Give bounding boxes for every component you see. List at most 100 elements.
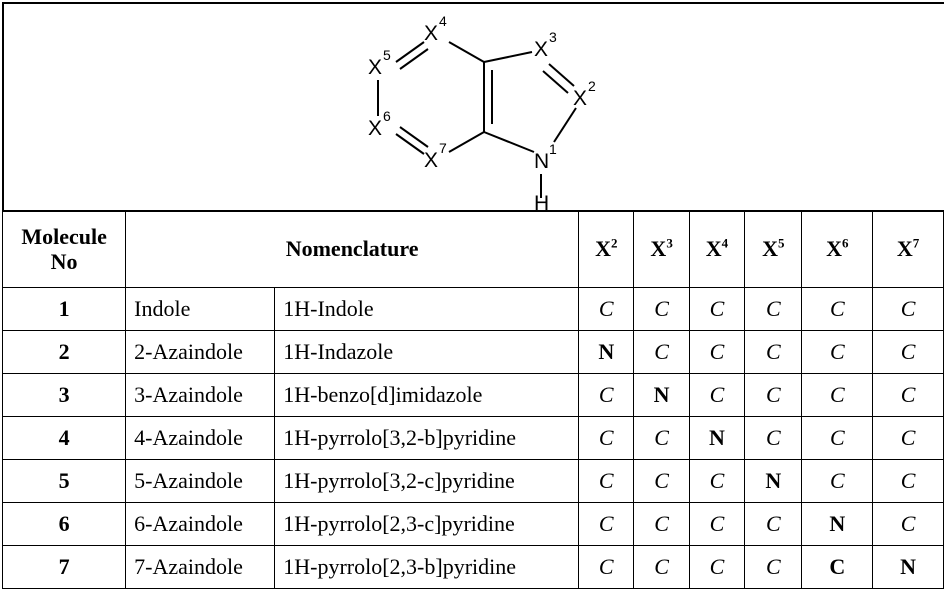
bond-x2-n1 <box>553 107 577 143</box>
cell-x7: C <box>872 373 944 417</box>
cell-common-name: 2-Azaindole <box>125 330 276 374</box>
cell-x4: C <box>688 287 746 331</box>
structure-bonds <box>377 41 577 198</box>
azaindole-structure-diagram: X 4 X 5 X 6 X 7 X 3 X 2 <box>368 13 596 214</box>
bond-c3a-x3 <box>483 51 533 63</box>
cell-x3: C <box>633 416 690 460</box>
svg-text:3: 3 <box>549 29 557 45</box>
atom-x5: X 5 <box>368 47 391 79</box>
cell-x6: C <box>801 545 874 589</box>
cell-x4: C <box>688 330 746 374</box>
svg-text:N: N <box>534 150 549 173</box>
cell-x3: C <box>633 330 690 374</box>
bond-x4-c3a <box>448 41 485 63</box>
bond-x6-x7-double <box>399 126 429 148</box>
structure-panel: X 4 X 5 X 6 X 7 X 3 X 2 <box>2 2 944 214</box>
svg-text:X: X <box>368 117 382 140</box>
svg-text:5: 5 <box>383 47 391 63</box>
cell-x5: C <box>744 502 803 546</box>
bond-x5-x4 <box>395 41 425 63</box>
cell-x2: C <box>578 416 635 460</box>
cell-iupac-name: 1H-Indazole <box>274 330 580 374</box>
cell-molecule-no: 7 <box>1 545 127 589</box>
svg-text:X: X <box>368 56 382 79</box>
cell-x6: C <box>801 330 874 374</box>
cell-x3: C <box>633 545 690 589</box>
svg-text:X: X <box>573 87 587 110</box>
azaindole-nomenclature-table: Molecule No Nomenclature X2 X3 X4 X5 X6 … <box>1 210 944 589</box>
cell-x5: C <box>744 373 803 417</box>
header-x3: X3 <box>633 210 690 288</box>
cell-x2: N <box>578 330 635 374</box>
cell-x5: C <box>744 287 803 331</box>
cell-common-name: 6-Azaindole <box>125 502 276 546</box>
cell-iupac-name: 1H-benzo[d]imidazole <box>274 373 580 417</box>
cell-common-name: 4-Azaindole <box>125 416 276 460</box>
cell-x2: C <box>578 502 635 546</box>
cell-x6: C <box>801 373 874 417</box>
cell-x4: C <box>688 459 746 503</box>
header-x5: X5 <box>744 210 803 288</box>
cell-x2: C <box>578 287 635 331</box>
header-x2: X2 <box>578 210 635 288</box>
cell-x5: N <box>744 459 803 503</box>
cell-x2: C <box>578 373 635 417</box>
cell-x5: C <box>744 416 803 460</box>
cell-x4: C <box>688 502 746 546</box>
cell-x2: C <box>578 459 635 503</box>
cell-common-name: 5-Azaindole <box>125 459 276 503</box>
cell-x7: C <box>872 416 944 460</box>
cell-molecule-no: 3 <box>1 373 127 417</box>
atom-h: H <box>534 192 549 214</box>
cell-molecule-no: 5 <box>1 459 127 503</box>
cell-molecule-no: 2 <box>1 330 127 374</box>
svg-text:H: H <box>534 192 549 214</box>
cell-common-name: 3-Azaindole <box>125 373 276 417</box>
cell-x6: C <box>801 416 874 460</box>
cell-x5: C <box>744 545 803 589</box>
atom-x2: X 2 <box>573 78 596 110</box>
header-nomenclature: Nomenclature <box>125 210 580 288</box>
bond-c7a-x7 <box>448 131 485 153</box>
cell-iupac-name: 1H-pyrrolo[3,2-c]pyridine <box>274 459 580 503</box>
svg-text:4: 4 <box>439 13 447 29</box>
cell-iupac-name: 1H-pyrrolo[3,2-b]pyridine <box>274 416 580 460</box>
bond-x3-x2 <box>548 63 575 87</box>
cell-x7: C <box>872 459 944 503</box>
bond-x6-x7 <box>395 133 425 155</box>
cell-x3: C <box>633 502 690 546</box>
header-molecule-line1: Molecule <box>21 224 107 249</box>
cell-x6: N <box>801 502 874 546</box>
cell-x6: C <box>801 287 874 331</box>
cell-molecule-no: 1 <box>1 287 127 331</box>
header-molecule-line2: No <box>50 249 78 274</box>
svg-text:6: 6 <box>383 108 391 124</box>
cell-x7: C <box>872 502 944 546</box>
cell-iupac-name: 1H-pyrrolo[2,3-c]pyridine <box>274 502 580 546</box>
cell-common-name: Indole <box>125 287 276 331</box>
cell-x7: N <box>872 545 944 589</box>
cell-x3: C <box>633 459 690 503</box>
cell-molecule-no: 6 <box>1 502 127 546</box>
cell-x4: C <box>688 373 746 417</box>
cell-x5: C <box>744 330 803 374</box>
cell-x3: N <box>633 373 690 417</box>
table-header-row: Molecule No Nomenclature X2 X3 X4 X5 X6 … <box>1 210 944 288</box>
bond-n1-c7a <box>483 131 535 153</box>
bond-x3-x2-double <box>542 70 569 94</box>
svg-text:X: X <box>424 22 438 45</box>
atom-x3: X 3 <box>534 29 557 61</box>
cell-x4: N <box>688 416 746 460</box>
cell-molecule-no: 4 <box>1 416 127 460</box>
cell-x7: C <box>872 287 944 331</box>
cell-iupac-name: 1H-pyrrolo[2,3-b]pyridine <box>274 545 580 589</box>
svg-text:1: 1 <box>549 141 557 157</box>
